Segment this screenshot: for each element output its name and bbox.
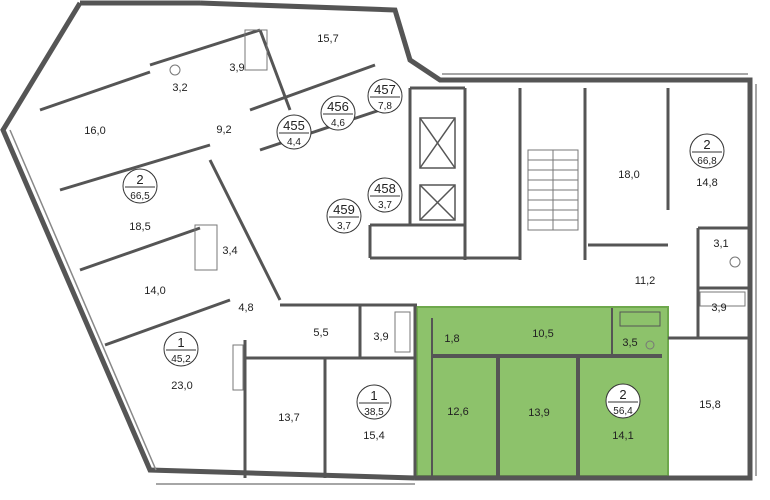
room-area: 14,1 bbox=[612, 430, 633, 442]
wall-storage-top bbox=[249, 63, 376, 112]
storage-badge[interactable]: 458 3,7 bbox=[367, 177, 403, 213]
bathtub-right bbox=[699, 291, 746, 307]
room-area: 15,8 bbox=[699, 399, 720, 411]
bathtub-3-4 bbox=[194, 224, 218, 271]
storage-badge[interactable]: 456 4,6 bbox=[320, 95, 356, 131]
storage-badge-circle bbox=[367, 177, 403, 213]
windows bbox=[9, 73, 757, 485]
room-area: 11,2 bbox=[635, 275, 656, 287]
fixtures bbox=[169, 29, 746, 391]
apartment-badge-circle bbox=[689, 133, 725, 169]
storage-number: 458 bbox=[374, 181, 396, 196]
apartment-area: 38,5 bbox=[364, 407, 384, 418]
apartment-rooms: 2 bbox=[703, 137, 710, 152]
wall-18 bbox=[59, 143, 211, 192]
apartment-area: 45,2 bbox=[171, 354, 191, 365]
storage-badge-circle bbox=[276, 114, 312, 150]
hl-bathtub bbox=[619, 311, 661, 327]
room-area: 3,2 bbox=[172, 82, 187, 94]
toilet-3-5 bbox=[645, 340, 655, 350]
apartment-rooms: 2 bbox=[619, 387, 626, 402]
wall-bath-top bbox=[149, 28, 261, 67]
elevator-1 bbox=[419, 117, 456, 169]
elevator-2-x2 bbox=[419, 184, 456, 221]
room-area: 13,7 bbox=[278, 412, 299, 424]
outer-wall-east bbox=[199, 0, 753, 481]
room-area: 14,8 bbox=[696, 177, 717, 189]
bathtub-3-9 bbox=[394, 311, 411, 353]
storage-area: 3,7 bbox=[378, 200, 392, 211]
storage-area: 3,7 bbox=[337, 221, 351, 232]
room-area: 10,5 bbox=[532, 328, 553, 340]
room-area: 3,1 bbox=[713, 238, 728, 250]
outer-wall-west bbox=[0, 1, 416, 481]
room-area: 14,0 bbox=[144, 285, 165, 297]
storage-badge[interactable]: 457 7,8 bbox=[367, 78, 403, 114]
room-area: 23,0 bbox=[171, 380, 192, 392]
room-area: 4,8 bbox=[238, 302, 253, 314]
storage-area: 4,6 bbox=[331, 118, 345, 129]
elevator-1-x2 bbox=[419, 117, 456, 169]
room-area: 3,9 bbox=[373, 331, 388, 343]
room-area: 3,9 bbox=[711, 302, 726, 314]
room-area: 3,4 bbox=[222, 245, 237, 257]
apartment-rooms: 1 bbox=[370, 388, 377, 403]
elevators bbox=[419, 117, 456, 221]
room-area: 18,0 bbox=[618, 169, 639, 181]
staircase bbox=[527, 149, 579, 231]
storage-number: 456 bbox=[327, 99, 349, 114]
apartment-badge[interactable]: 1 45,2 bbox=[163, 331, 199, 367]
apartment-badge[interactable]: 2 66,8 bbox=[689, 133, 725, 169]
kitchen-23 bbox=[232, 344, 244, 391]
apartment-badge-circle bbox=[356, 384, 392, 420]
storage-badge-circle bbox=[326, 198, 362, 234]
storage-badge[interactable]: 459 3,7 bbox=[326, 198, 362, 234]
room-area: 1,8 bbox=[444, 333, 459, 345]
apartment-rooms: 2 bbox=[136, 172, 143, 187]
room-area: 5,5 bbox=[313, 327, 328, 339]
apartment-badge-circle bbox=[122, 168, 158, 204]
apartment-area: 56,4 bbox=[613, 406, 633, 417]
room-area: 16,0 bbox=[84, 125, 105, 137]
toilet-3-2 bbox=[169, 64, 181, 76]
room-area: 3,9 bbox=[229, 62, 244, 74]
room-area: 9,2 bbox=[216, 124, 231, 136]
apartment-badge-circle bbox=[163, 331, 199, 367]
storage-badge[interactable]: 455 4,4 bbox=[276, 114, 312, 150]
storage-area: 4,4 bbox=[287, 137, 301, 148]
room-labels: 15,7 3,9 3,2 16,0 9,2 18,5 3,4 14,0 4,8 … bbox=[84, 33, 728, 442]
wall-storage-bottom bbox=[259, 108, 381, 152]
elevator-2 bbox=[419, 184, 456, 221]
storage-area: 7,8 bbox=[378, 101, 392, 112]
room-area: 18,5 bbox=[129, 221, 150, 233]
apartment-badge[interactable]: 2 66,5 bbox=[122, 168, 158, 204]
apartment-area: 66,5 bbox=[130, 191, 150, 202]
storage-number: 455 bbox=[283, 118, 305, 133]
wall-23 bbox=[104, 298, 231, 347]
storage-number: 459 bbox=[333, 202, 355, 217]
bathtub-top bbox=[244, 29, 268, 71]
apartment-badge[interactable]: 1 38,5 bbox=[356, 384, 392, 420]
apartment-rooms: 1 bbox=[177, 335, 184, 350]
room-area: 12,6 bbox=[447, 406, 468, 418]
toilet-3-1 bbox=[729, 256, 741, 268]
room-area: 3,5 bbox=[622, 337, 637, 349]
apartment-badge-circle bbox=[605, 383, 641, 419]
wall-corridor-left bbox=[208, 159, 282, 301]
apartment-badge-highlighted[interactable]: 2 56,4 bbox=[605, 383, 641, 419]
storage-badge-circle bbox=[320, 95, 356, 131]
wall-14 bbox=[79, 226, 201, 272]
apartment-area: 66,8 bbox=[697, 156, 717, 167]
storage-badge-circle bbox=[367, 78, 403, 114]
wall-16 bbox=[39, 70, 151, 112]
outer-walls bbox=[0, 0, 753, 481]
room-area: 15,4 bbox=[363, 430, 384, 442]
window-west bbox=[9, 129, 157, 471]
room-area: 13,9 bbox=[528, 407, 549, 419]
room-area: 15,7 bbox=[317, 33, 338, 45]
interior-walls bbox=[39, 28, 750, 478]
storage-number: 457 bbox=[374, 82, 396, 97]
